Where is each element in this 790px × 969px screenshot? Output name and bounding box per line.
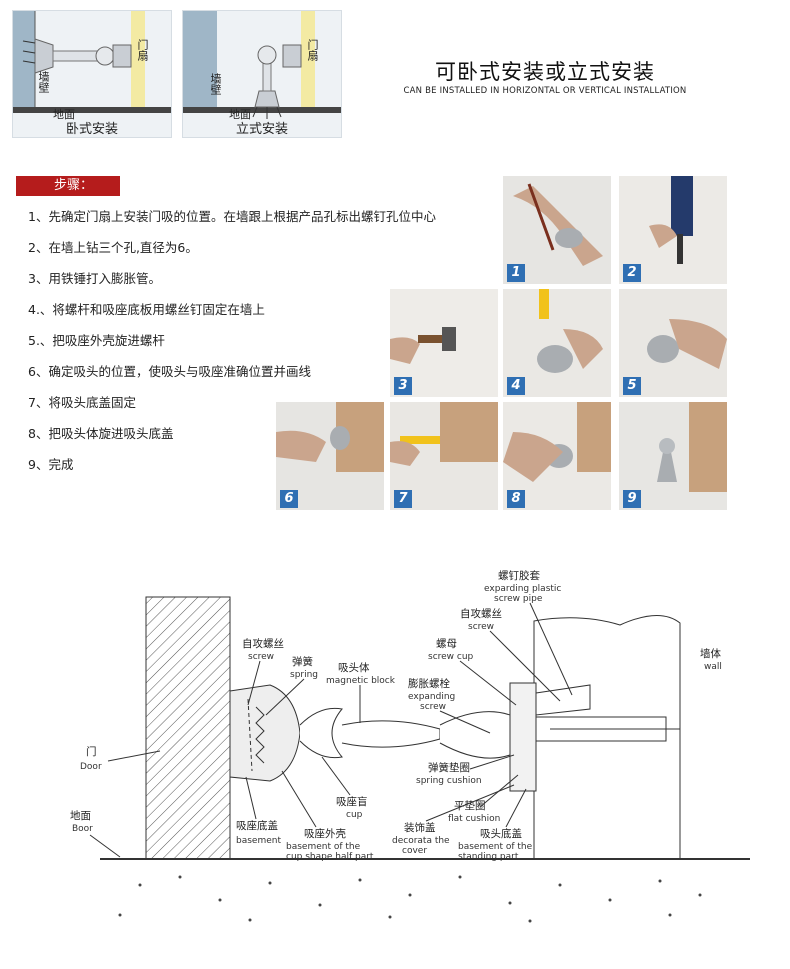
label-screw-cup: 螺母: [436, 638, 457, 650]
step-photo-1: 1: [503, 176, 611, 284]
label-cup-shell: 吸座外壳: [304, 827, 346, 840]
spring-coil: [255, 706, 265, 764]
step-item: 8、把吸头体旋进吸头底盖: [28, 426, 174, 441]
expanding-screw: [439, 711, 511, 759]
vertical-install-diagram: 墙壁 门扇 地面 立式安装: [182, 10, 342, 138]
step-photo-9: 9: [619, 402, 727, 510]
label-plastic-pipe-en: exparding plastic: [484, 584, 561, 594]
photo-number: 2: [623, 264, 641, 282]
standing-base: [509, 682, 537, 792]
horizontal-install-diagram: 墙壁 门扇 地面 卧式安装: [12, 10, 172, 138]
step-item: 1、先确定门扇上安装门吸的位置。在墙跟上根据产品孔标出螺钉孔位中心: [28, 209, 436, 224]
label-wall: 墙体: [700, 647, 721, 660]
label-cup-en: cup: [346, 810, 363, 820]
label-screw-top-en: screw: [468, 622, 494, 632]
step-photo-3: 3: [390, 289, 498, 397]
label-spring-cushion-en: spring cushion: [416, 776, 482, 786]
label-door-en: Door: [80, 762, 102, 772]
door-stopper-schematic: 螺钉胶套 exparding plastic screw pipe 自攻螺丝 s…: [70, 569, 750, 923]
label-standing-base-en2: standing part: [458, 852, 519, 862]
vertical-wall-label: 墙壁: [209, 73, 222, 95]
label-decorative-cover-en2: cover: [402, 846, 427, 856]
magnetic-block: [341, 720, 441, 748]
label-plastic-pipe: 螺钉胶套: [498, 569, 540, 582]
page-title: 可卧式安装或立式安装: [435, 60, 655, 84]
horizontal-wall-label: 墙壁: [37, 71, 50, 93]
label-basement: 吸座底盖: [236, 819, 278, 832]
photo-number: 6: [280, 490, 298, 508]
label-screw-top: 自攻螺丝: [460, 607, 502, 620]
label-cup: 吸座盲: [336, 795, 368, 808]
label-spring-cushion: 弹簧垫圈: [428, 761, 470, 774]
photo-number: 7: [394, 490, 412, 508]
label-screw-left-en: screw: [248, 652, 274, 662]
step-item: 9、完成: [28, 457, 74, 472]
photo-number: 9: [623, 490, 641, 508]
horizontal-door-label: 门扇: [136, 39, 149, 61]
label-standing-base: 吸头底盖: [480, 827, 522, 840]
label-floor: 地面: [70, 809, 91, 822]
label-cup-shell-en2: cup shape half part: [286, 852, 374, 862]
horizontal-floor-label: 地面: [53, 108, 75, 121]
label-magnetic-block: 吸头体: [338, 662, 370, 674]
step-photo-7: 7: [390, 402, 498, 510]
label-plastic-pipe-en2: screw pipe: [494, 594, 543, 604]
label-door: 门: [86, 745, 97, 758]
step-photo-8: 8: [503, 402, 611, 510]
page-subtitle: CAN BE INSTALLED IN HORIZONTAL OR VERTIC…: [403, 86, 687, 96]
step-photo-4: 4: [503, 289, 611, 397]
step-item: 6、确定吸头的位置，使吸头与吸座准确位置并画线: [28, 364, 311, 379]
vertical-install-caption: 立式安装: [235, 122, 288, 137]
schematic-labels: 螺钉胶套 exparding plastic screw pipe 自攻螺丝 s…: [70, 569, 722, 862]
label-spring-en: spring: [290, 670, 318, 680]
label-basement-en: basement: [236, 836, 281, 846]
label-screw-cup-en: screw cup: [428, 652, 474, 662]
label-expanding-screw-en2: screw: [420, 702, 446, 712]
photo-number: 4: [507, 377, 525, 395]
label-expanding-screw-en: expanding: [408, 692, 455, 702]
horizontal-install-caption: 卧式安装: [65, 122, 118, 137]
label-expanding-screw: 膨胀螺栓: [408, 677, 450, 690]
vertical-door-label: 门扇: [306, 39, 319, 61]
step-item: 5.、把吸座外壳旋进螺杆: [28, 333, 165, 348]
photo-number: 5: [623, 377, 641, 395]
horizontal-install-illustration: [13, 11, 171, 113]
magnetic-cup: [299, 707, 343, 759]
photo-number: 8: [507, 490, 525, 508]
steps-list: 1、先确定门扇上安装门吸的位置。在墙跟上根据产品孔标出螺钉孔位中心 2、在墙上钻…: [28, 206, 436, 485]
label-cup-shell-en: basement of the: [286, 842, 361, 852]
vertical-install-illustration: [183, 11, 341, 119]
label-decorative-cover: 装饰盖: [404, 821, 436, 834]
label-wall-en: wall: [704, 662, 722, 672]
floor-dots: [118, 875, 702, 923]
label-flat-cushion: 平垫圈: [454, 799, 486, 812]
cup-housing: [229, 684, 301, 782]
label-screw-left: 自攻螺丝: [242, 637, 284, 650]
label-standing-base-en: basement of the: [458, 842, 533, 852]
label-flat-cushion-en: flat cushion: [448, 814, 500, 824]
step-item: 4.、将螺杆和吸座底板用螺丝钉固定在墙上: [28, 302, 265, 317]
label-decorative-cover-en: decorata the: [392, 836, 450, 846]
steps-badge: 步骤：: [16, 176, 120, 196]
step-photo-5: 5: [619, 289, 727, 397]
photo-number: 1: [507, 264, 525, 282]
photo-number: 3: [394, 377, 412, 395]
label-magnetic-block-en: magnetic block: [326, 676, 396, 686]
step-item: 7、将吸头底盖固定: [28, 395, 136, 410]
step-item: 3、用铁锤打入膨胀管。: [28, 271, 161, 286]
door-block: [145, 596, 231, 860]
vertical-floor-label: 地面: [229, 108, 251, 121]
step-item: 2、在墙上钻三个孔,直径为6。: [28, 240, 198, 255]
label-spring: 弹簧: [292, 655, 313, 668]
label-floor-en: Boor: [72, 824, 93, 834]
step-photo-6: 6: [276, 402, 384, 510]
step-photo-2: 2: [619, 176, 727, 284]
